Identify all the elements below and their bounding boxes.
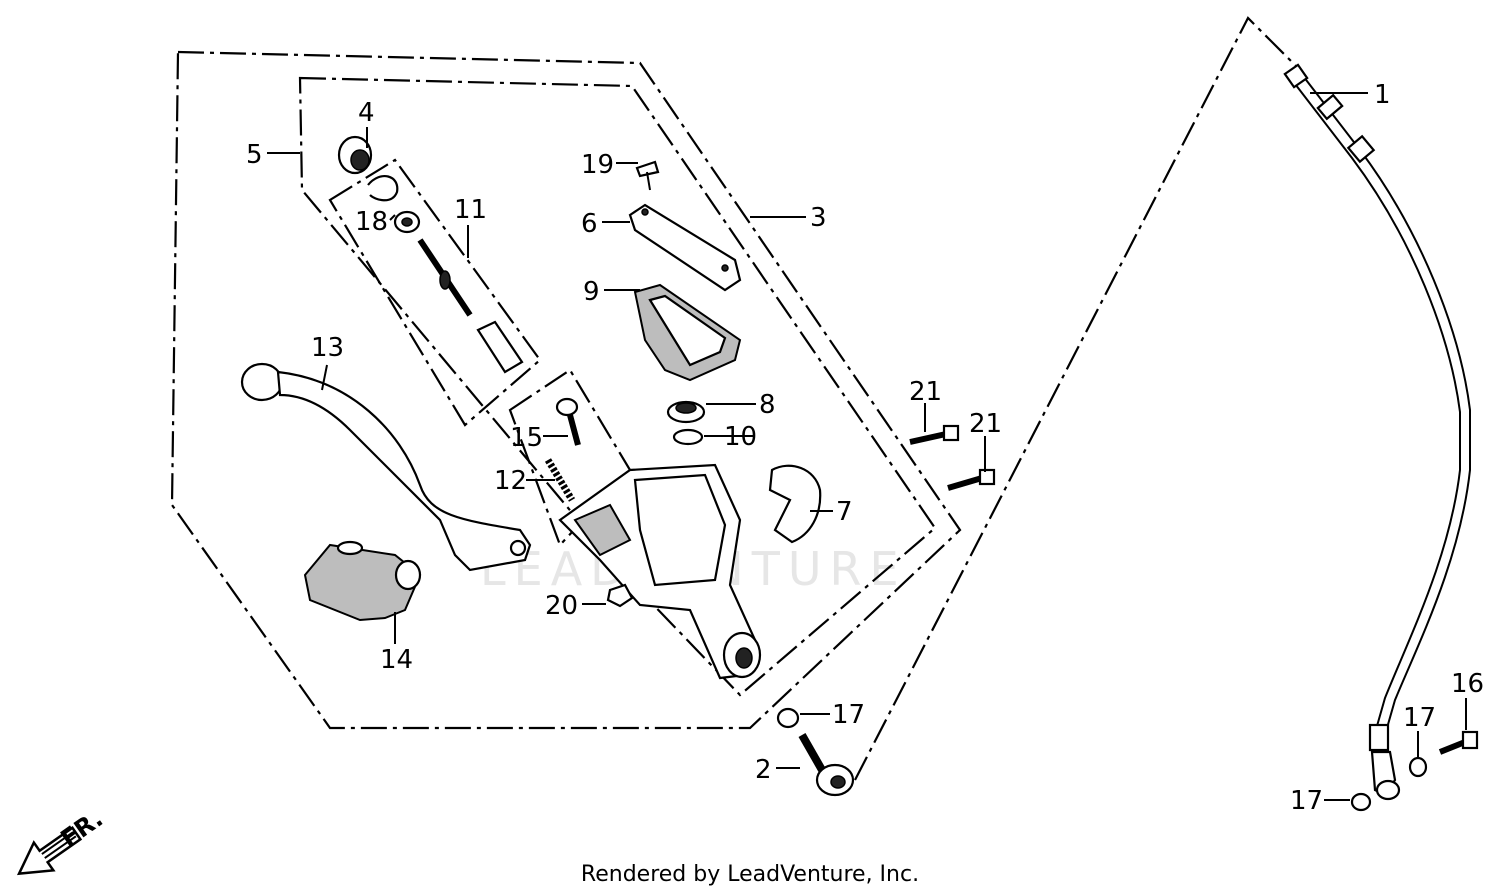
holder-clamp (768, 464, 822, 544)
diaphragm (633, 283, 742, 382)
master-cylinder-body (558, 463, 762, 680)
callout-7: 7 (836, 497, 853, 527)
piston-kit-frame (328, 158, 542, 427)
callout-9: 9 (583, 277, 600, 307)
callout-5: 5 (246, 140, 263, 170)
callout-21-lower: 21 (969, 409, 1002, 439)
banjo-bolt (798, 733, 855, 797)
brake-hose (1283, 63, 1471, 801)
leader-lines (267, 92, 1467, 801)
callout-20: 20 (545, 591, 578, 621)
sealing-washer-lower-left (1350, 792, 1372, 812)
holder-bolt-upper (909, 424, 960, 445)
outer-frame (170, 50, 962, 730)
cap-screw (635, 160, 660, 191)
o-ring (672, 428, 704, 446)
callout-17-lower: 17 (1290, 786, 1323, 816)
circlip (367, 175, 399, 202)
brake-switch (303, 540, 422, 622)
callout-2: 2 (755, 755, 772, 785)
brake-lever (240, 362, 532, 572)
callout-19: 19 (581, 150, 614, 180)
callout-17-upper: 17 (832, 700, 865, 730)
pivot-bolt (555, 397, 581, 446)
master-cylinder-frame (298, 76, 937, 697)
sealing-washer-lower-right (1408, 756, 1428, 778)
callout-1: 1 (1374, 80, 1391, 110)
callout-21-upper: 21 (909, 377, 942, 407)
callout-8: 8 (759, 390, 776, 420)
callout-13: 13 (311, 333, 344, 363)
callout-6: 6 (581, 209, 598, 239)
reservoir-float (666, 400, 706, 424)
callout-18: 18 (355, 207, 388, 237)
washer (393, 210, 421, 234)
piston-set (417, 238, 524, 374)
lower-banjo-bolt (1438, 730, 1479, 755)
callout-12: 12 (494, 466, 527, 496)
hose-frame (854, 16, 1301, 781)
callout-10: 10 (724, 422, 757, 452)
dust-boot (337, 135, 373, 175)
callout-17-right: 17 (1403, 703, 1436, 733)
sealing-washer-upper (776, 707, 800, 729)
callout-16: 16 (1451, 669, 1484, 699)
callout-11: 11 (454, 195, 487, 225)
callout-15: 15 (510, 423, 543, 453)
callout-4: 4 (358, 98, 375, 128)
footer-credit: Rendered by LeadVenture, Inc. (580, 862, 920, 887)
reservoir-cap (628, 203, 742, 292)
callout-14: 14 (380, 645, 413, 675)
lever-nut (606, 583, 634, 608)
spring (544, 458, 576, 502)
holder-bolt-lower (947, 468, 996, 491)
front-direction-arrow (16, 826, 83, 876)
callout-3: 3 (810, 203, 827, 233)
